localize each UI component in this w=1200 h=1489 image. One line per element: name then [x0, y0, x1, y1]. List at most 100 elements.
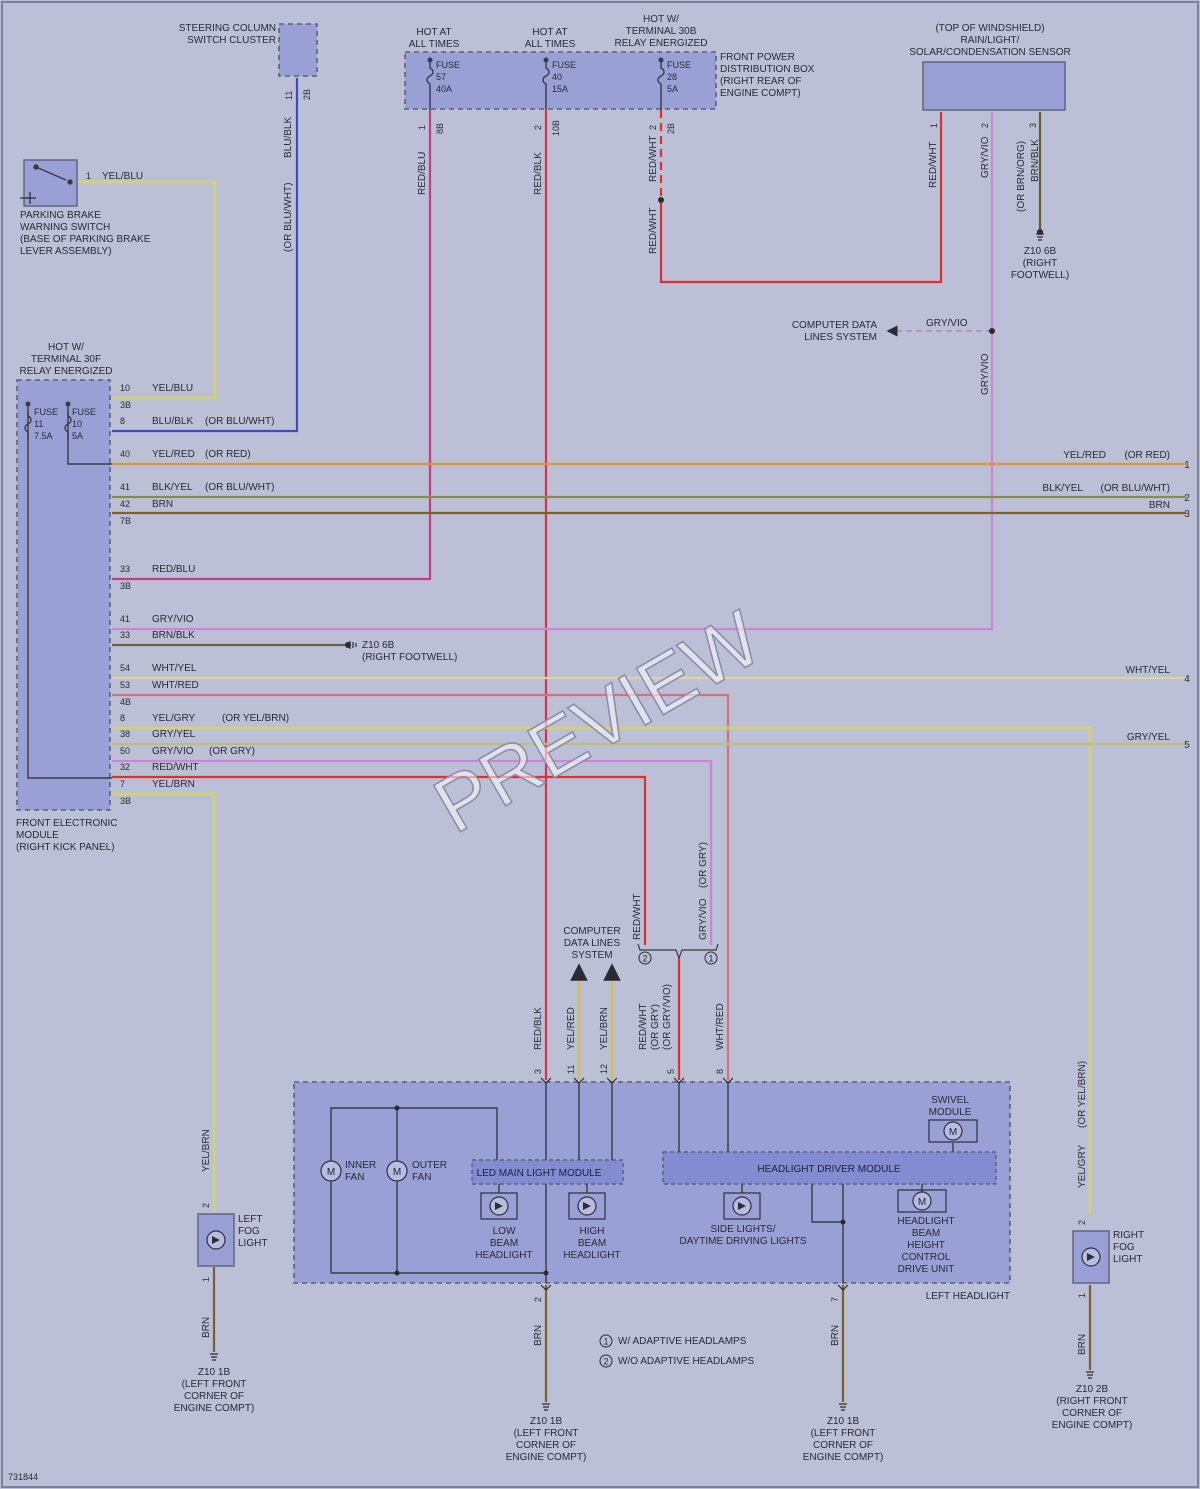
label-top-fpd-pins-1: 8B	[435, 123, 445, 134]
label-headlight-wires-top-0: RED/WHT	[632, 893, 643, 940]
label-headlight-pins-2: 12	[599, 1064, 609, 1074]
label-headlight-wires-3: RED/WHT(OR GRY)(OR GRY/VIO)	[638, 984, 673, 1050]
label-fem-rows-6-wire: GRY/VIO	[152, 614, 194, 625]
label-top-pb-pin: 1	[86, 171, 91, 181]
label-right-labels-blk-yel: BLK/YEL	[1042, 483, 1083, 494]
label-fem-rows-8-pin: 54	[120, 663, 130, 673]
side-light-led-icon	[723, 1192, 761, 1220]
label-right-fog-wire-bot: BRN	[1077, 1334, 1088, 1355]
wire-red-wht	[659, 112, 943, 284]
wire-yel-blu	[78, 180, 217, 400]
label-right-fog-pins-1: 1	[1077, 1293, 1087, 1298]
label-fem-rows-12-wire: GRY/VIO	[152, 746, 194, 757]
led-main-light-module	[471, 1159, 624, 1185]
label-legend-1-num: 2	[603, 1357, 608, 1367]
right-fog-led-icon	[1081, 1247, 1101, 1267]
label-headlight-wires-4: WHT/RED	[715, 1003, 726, 1050]
label-right-labels-gry-yel: GRY/YEL	[1127, 732, 1171, 743]
label-top-fuse40-2: 15A	[552, 84, 568, 94]
label-fem-rows-2-alt: (OR RED)	[205, 449, 251, 460]
rain-light-sensor	[922, 61, 1066, 111]
label-right-labels-n1: 1	[1184, 460, 1190, 471]
front-electronic-module	[16, 379, 111, 811]
label-headlight-driver-module: HEADLIGHT DRIVER MODULE	[757, 1164, 901, 1175]
wire-red-blu	[112, 110, 432, 581]
left-fog-led-icon	[206, 1230, 226, 1250]
label-legend-0-num: 1	[603, 1337, 608, 1347]
label-vertical-labels-red-wht: RED/WHT	[648, 135, 659, 182]
label-top-fuse40-1: 40	[552, 72, 562, 82]
label-fem-rows-7-wire: BRN/BLK	[152, 630, 195, 641]
wire-red-wht-2	[112, 775, 647, 945]
inner-fan-motor-icon	[320, 1160, 342, 1182]
label-vertical-labels-brn-blk: BRN/BLK	[1030, 139, 1041, 182]
label-fem-rows-3-alt: (OR BLU/WHT)	[205, 482, 274, 493]
label-headlight-motor: M	[949, 1127, 957, 1138]
label-headlight-motor: M	[327, 1167, 335, 1178]
label-left-fog-wire-top: YEL/BRN	[201, 1129, 212, 1172]
label-headlight-label: LEFT HEADLIGHT	[926, 1291, 1010, 1302]
label-fem-rows-11-wire: GRY/YEL	[152, 729, 196, 740]
circle-marker	[704, 951, 718, 965]
label-headlight-wires-2: YEL/BRN	[599, 1007, 610, 1050]
label-fem-rows-12-pin: 50	[120, 746, 130, 756]
label-headlight-motor: M	[393, 1167, 401, 1178]
label-right-labels-or-blu-wht: (OR BLU/WHT)	[1101, 483, 1170, 494]
label-right-labels-yel-red: YEL/RED	[1063, 450, 1106, 461]
label-fem-rows-3-pin: 41	[120, 482, 130, 492]
label-headlight-wires-top-2: (OR GRY)	[698, 842, 709, 888]
label-fem-rows-5-pin: 33	[120, 564, 130, 574]
label-vertical-labels-blu-blk: BLU/BLK	[283, 117, 294, 158]
wire-yel-brn	[112, 792, 216, 1212]
height-control-motor-icon	[897, 1189, 947, 1213]
outer-fan-motor-icon	[386, 1160, 408, 1182]
label-fem-fuse11-1: 11	[34, 419, 43, 429]
label-fem-fuse10-0: FUSE	[72, 407, 96, 417]
label-top-rs-pins-0: 1	[929, 123, 939, 128]
label-fem-rows-14-pin: 7	[120, 779, 125, 789]
label-right-labels-n4: 4	[1184, 674, 1190, 685]
circle-marker	[599, 1334, 613, 1348]
label-vertical-labels-gry-vio: GRY/VIO	[980, 136, 991, 178]
label-left-fog-wire-bot: BRN	[201, 1317, 212, 1338]
label-fem-rows-0-wire: YEL/BLU	[152, 383, 193, 394]
label-vertical-labels-red-wht-s: RED/WHT	[928, 141, 939, 188]
label-right-labels-wht-yel: WHT/YEL	[1126, 665, 1171, 676]
label-fem-rows-2-pin: 40	[120, 449, 130, 459]
label-fem-fuse10-1: 10	[72, 419, 82, 429]
label-headlight-wires-0: RED/BLK	[533, 1007, 544, 1050]
label-right-labels-n2: 2	[1184, 493, 1190, 504]
label-vertical-labels-or-blu-wht: (OR BLU/WHT)	[283, 183, 294, 252]
label-top-fuse57-2: 40A	[436, 84, 452, 94]
label-fem-rows-4-conn: 7B	[120, 516, 131, 526]
label-headlight-motor: M	[918, 1197, 926, 1208]
label-fem-rows-12-alt: (OR GRY)	[209, 746, 255, 757]
label-headlight-brn: BRN	[533, 1325, 544, 1346]
label-right-fog-pins-0: 2	[1077, 1220, 1087, 1225]
label-left-fog-pins-0: 2	[201, 1203, 211, 1208]
wire-wht-red	[112, 693, 730, 1080]
label-top-fuse28-1: 28	[667, 72, 677, 82]
label-fem-fuse11-0: FUSE	[34, 407, 58, 417]
label-fem-rows-5-conn: 3B	[120, 581, 131, 591]
label-top-gry-vio: GRY/VIO	[926, 318, 968, 329]
circle-marker	[599, 1354, 613, 1368]
